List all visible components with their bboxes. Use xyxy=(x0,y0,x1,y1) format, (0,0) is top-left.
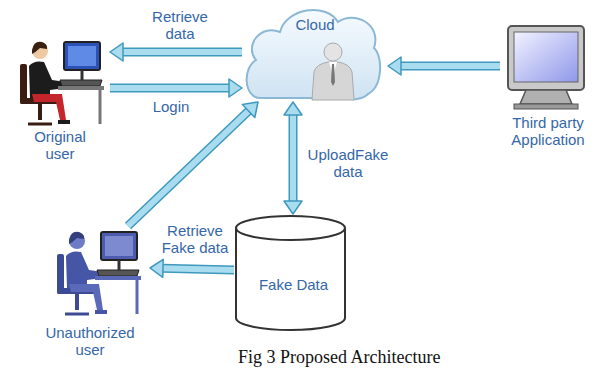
arrow-head xyxy=(242,102,258,117)
icon-part xyxy=(95,310,107,314)
icon-part xyxy=(514,104,578,109)
edge-label: Login xyxy=(146,98,196,115)
icon-part xyxy=(508,26,584,90)
arrow-connector xyxy=(388,57,500,75)
database-cylinder: Fake Data xyxy=(234,214,353,332)
original-user-icon xyxy=(10,36,110,128)
node-label: Original user xyxy=(24,128,96,162)
icon-part xyxy=(64,42,100,70)
arrow-shaft xyxy=(289,114,298,202)
icon-part xyxy=(65,313,89,316)
node-label: Cloud xyxy=(245,16,385,33)
icon-part xyxy=(236,228,345,240)
icon-part xyxy=(60,80,102,86)
icon-part xyxy=(69,232,84,244)
arrow-shaft xyxy=(110,85,230,91)
icon-part xyxy=(81,70,84,80)
arrow-head xyxy=(110,43,123,61)
icon-part xyxy=(136,280,139,314)
icon-part xyxy=(312,62,354,100)
arrow-shaft xyxy=(122,48,242,57)
icon-part xyxy=(324,43,342,61)
monitor-icon xyxy=(500,22,590,114)
arrow-head xyxy=(150,259,163,277)
arrow-connector xyxy=(150,259,234,277)
edge-label: UploadFake data xyxy=(302,146,394,180)
edge-label: Retrieve Fake data xyxy=(150,222,240,256)
icon-part xyxy=(32,94,66,120)
arrow-head xyxy=(388,57,401,75)
arrow-shaft xyxy=(162,268,234,270)
icon-part xyxy=(38,104,42,120)
arrow-shaft xyxy=(128,110,249,226)
icon-part xyxy=(95,276,141,280)
arrow-shaft xyxy=(400,63,500,69)
unauthorized-user-icon xyxy=(30,226,150,322)
icon-part xyxy=(75,294,79,310)
icon-part xyxy=(99,90,102,124)
node-label: Unauthorized user xyxy=(34,324,146,358)
arrow-head xyxy=(284,102,302,115)
icon-part xyxy=(520,90,572,104)
arrow-shaft xyxy=(128,110,249,226)
icon-part xyxy=(514,32,578,82)
arrow-shaft xyxy=(400,62,500,71)
arrow-shaft xyxy=(290,114,296,202)
arrow-shaft xyxy=(110,84,230,93)
icon-part xyxy=(101,232,137,260)
arrow-shaft xyxy=(122,49,242,55)
icon-part xyxy=(105,236,133,256)
icon-part xyxy=(28,123,52,126)
arrow-head xyxy=(229,79,242,97)
arrow-head xyxy=(284,201,302,214)
arrow-connector xyxy=(284,102,302,214)
icon-part xyxy=(97,270,139,276)
icon-part xyxy=(236,216,345,330)
arrow-connector xyxy=(128,102,258,226)
arrow-shaft xyxy=(162,268,234,270)
arrow-connector xyxy=(110,43,242,61)
user-figure: Unauthorized user xyxy=(30,226,150,368)
icon-part xyxy=(331,64,335,86)
edge-label: Retrieve data xyxy=(138,8,222,42)
icon-part xyxy=(32,42,47,54)
icon-part xyxy=(69,284,103,310)
user-figure: Original user xyxy=(10,36,110,168)
icon-part xyxy=(68,46,96,66)
arrow-connector xyxy=(110,79,242,97)
node-label: Fake Data xyxy=(237,276,350,293)
icon-part xyxy=(58,120,70,124)
node-label: Third party Application xyxy=(503,114,593,148)
icon-part xyxy=(58,86,104,90)
monitor-figure: Third party Application xyxy=(500,22,596,158)
cloud-shape: Cloud xyxy=(242,2,388,102)
icon-part xyxy=(118,260,121,270)
figure-caption: Fig 3 Proposed Architecture xyxy=(238,347,440,368)
cylinder-outline xyxy=(234,214,347,332)
